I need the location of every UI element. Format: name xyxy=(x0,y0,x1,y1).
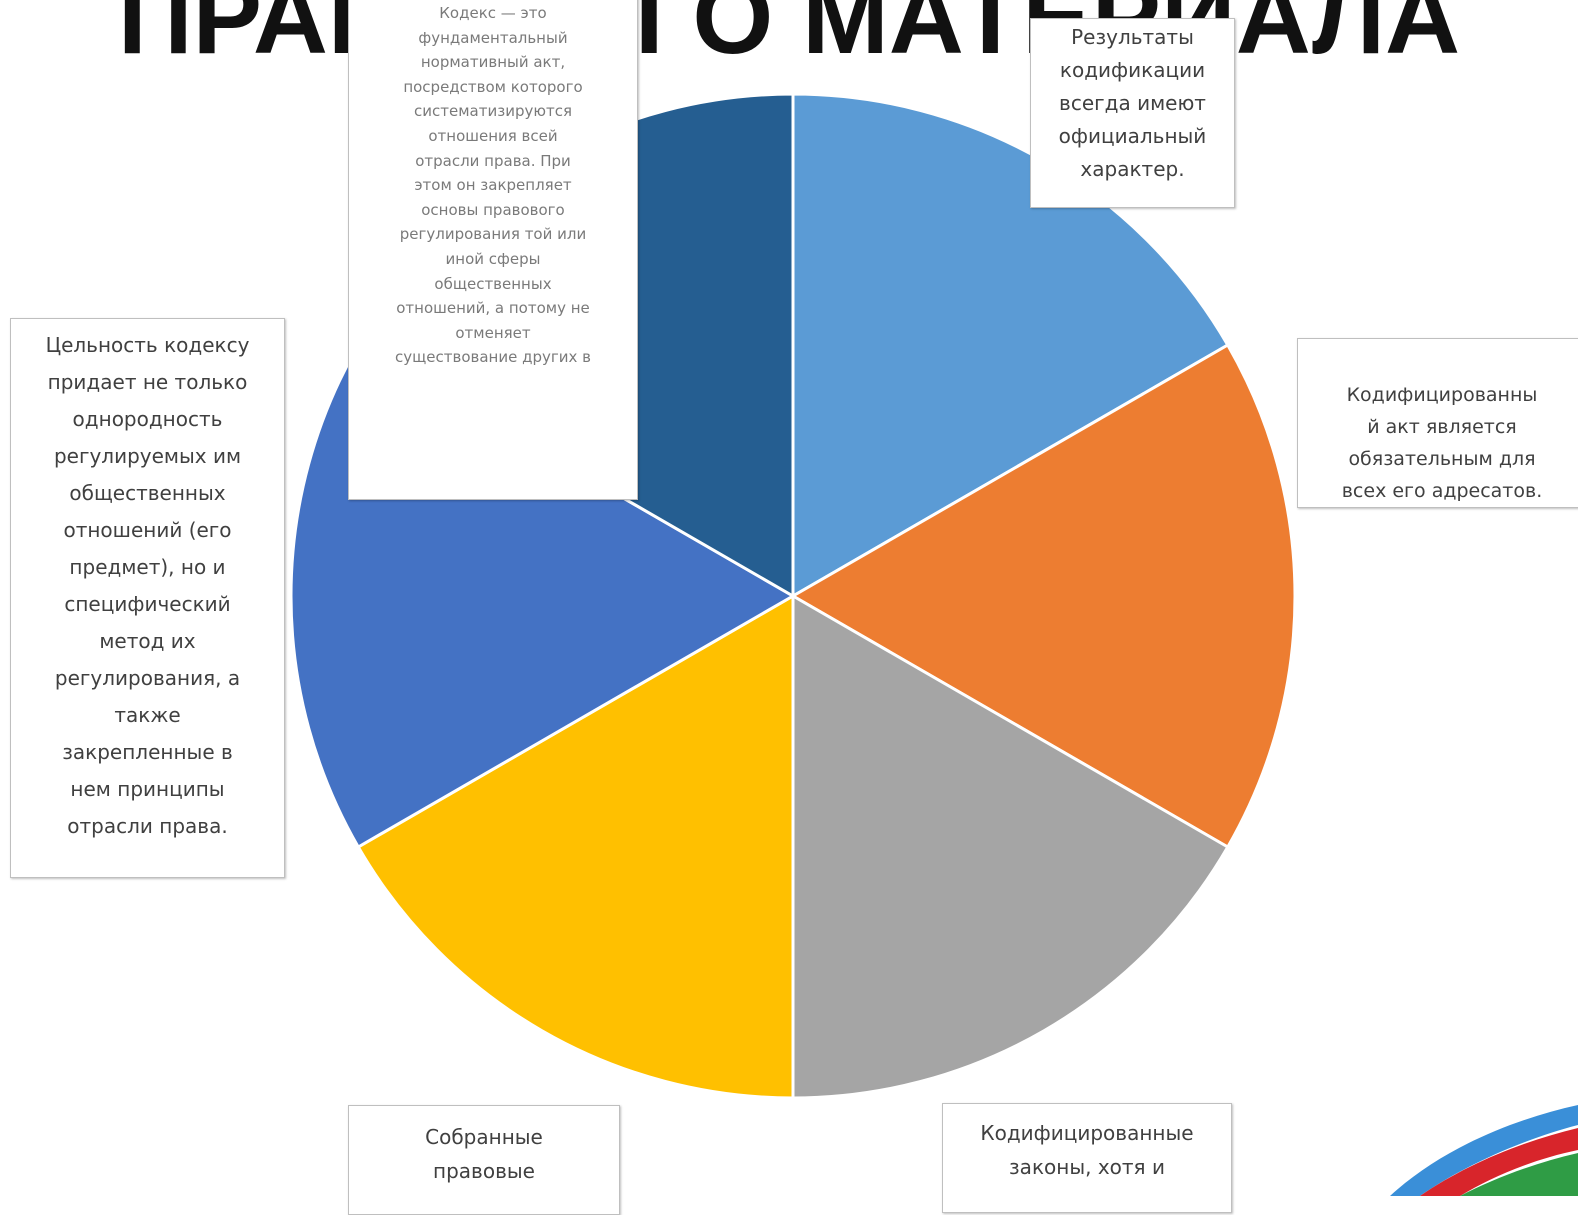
slice-label-code-integrity: Цельность кодексу придает не только одно… xyxy=(10,318,285,878)
flag-band-red xyxy=(1420,1128,1578,1196)
slice-label-binding-act: Кодифицированны й акт является обязатель… xyxy=(1297,338,1578,508)
slice-label-official-character: Результаты кодификации всегда имеют офиц… xyxy=(1030,18,1235,208)
pie-slice-3 xyxy=(791,593,1230,1100)
pie-slice-2 xyxy=(790,342,1297,850)
flag-ribbon-decoration xyxy=(1390,1105,1578,1196)
pie-slice-4 xyxy=(356,593,795,1100)
slice-label-codified-laws: Кодифицированные законы, хотя и xyxy=(942,1103,1232,1213)
slice-label-collected-legal: Собранные правовые xyxy=(348,1105,620,1215)
flag-band-blue xyxy=(1390,1105,1578,1196)
slide-title: ПРАВОВОГО МАТЕРИАЛА xyxy=(117,0,1461,76)
flag-band-green xyxy=(1460,1153,1578,1196)
slice-label-code-definition: Кодекс — это фундаментальный нормативный… xyxy=(348,0,638,500)
